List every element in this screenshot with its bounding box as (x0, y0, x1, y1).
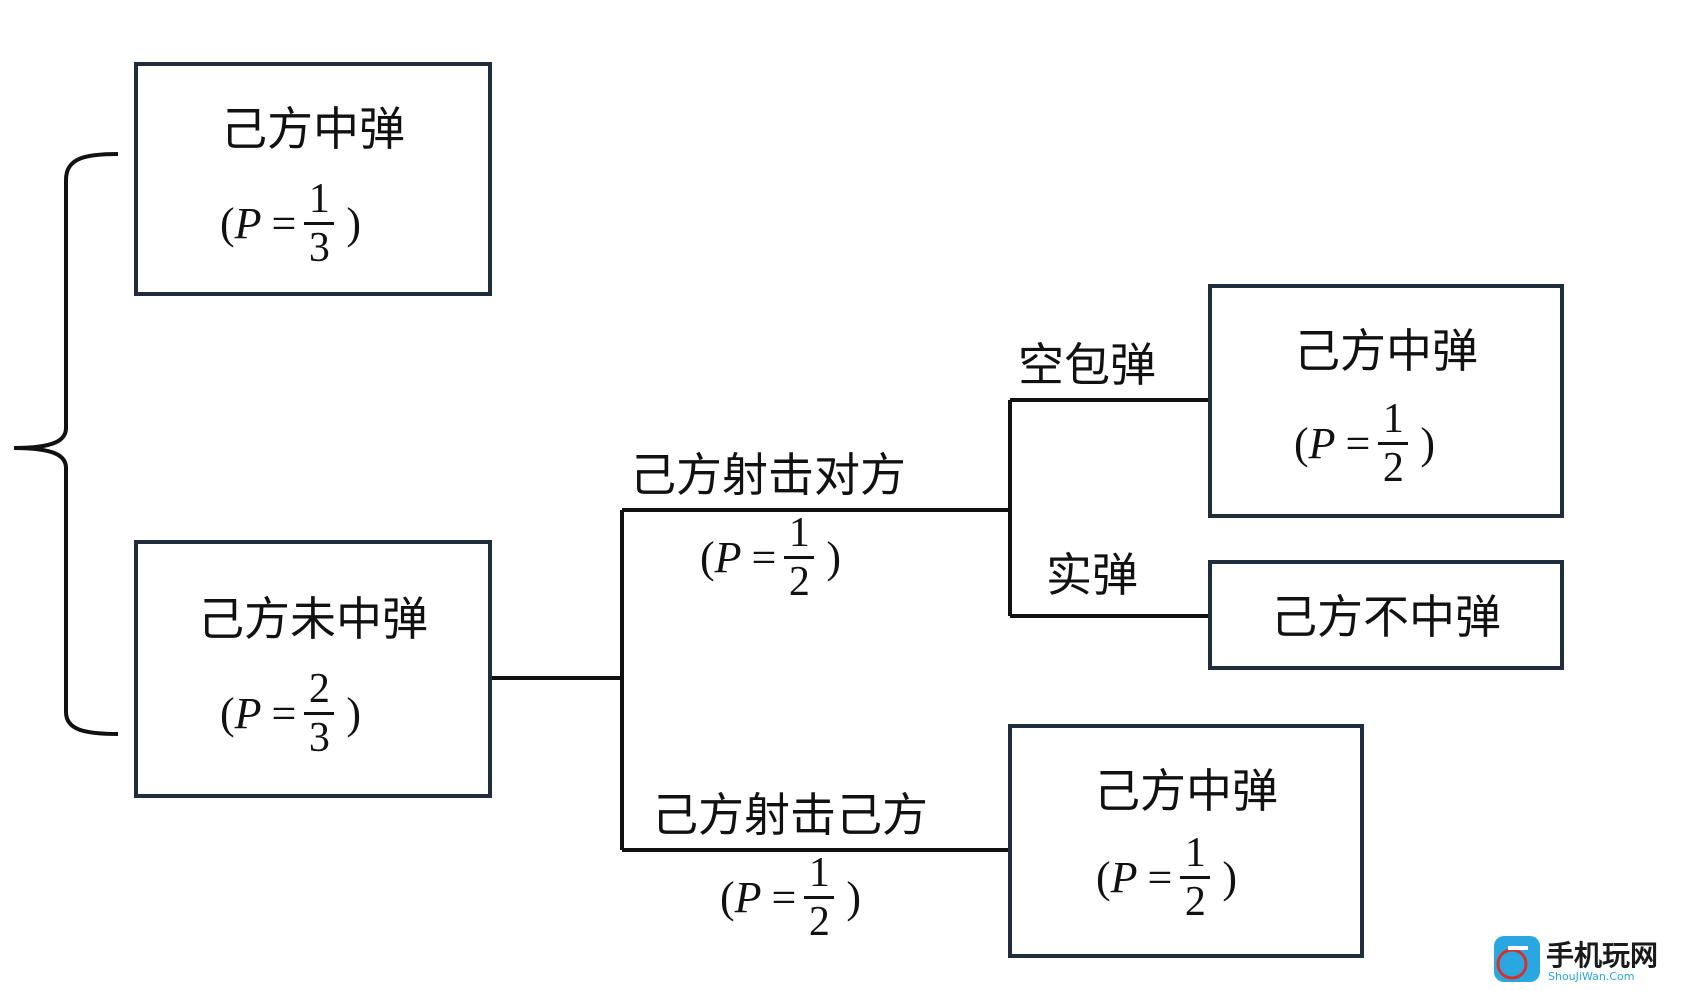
box-label: 己方中弹 (221, 102, 405, 156)
probability: ( P = 1 3 ) (220, 176, 362, 271)
left-brace (13, 152, 119, 736)
box-label: 己方不中弹 (1271, 590, 1501, 644)
box-miss-two-thirds: 己方未中弹 ( P = 2 3 ) (134, 540, 492, 798)
watermark-logo-icon (1494, 936, 1540, 982)
fraction: 1 2 (784, 512, 815, 603)
watermark: 手机玩网 ShouJiWan.Com (1490, 930, 1676, 988)
probability: ( P = 1 2 ) (1294, 396, 1436, 491)
box-result-live-no-hit: 己方不中弹 (1208, 560, 1564, 670)
fraction: 1 2 (804, 852, 835, 943)
box-result-self-hit: 己方中弹 ( P = 1 2 ) (1008, 724, 1364, 958)
probability: ( P = 1 2 ) (1096, 830, 1238, 925)
box-label: 己方中弹 (1294, 324, 1478, 378)
fraction: 1 2 (1378, 398, 1409, 489)
watermark-subtext: ShouJiWan.Com (1548, 970, 1635, 983)
sub-label-blank-round: 空包弹 (1018, 338, 1156, 392)
branch-probability-upper: ( P = 1 2 ) (700, 510, 842, 605)
box-label: 己方中弹 (1094, 764, 1278, 818)
box-hit-one-third: 己方中弹 ( P = 1 3 ) (134, 62, 492, 296)
sub-label-live-round: 实弹 (1046, 548, 1138, 602)
branch-label-shoot-self: 己方射击己方 (652, 788, 928, 842)
box-label: 己方未中弹 (198, 592, 428, 646)
branch-label-shoot-opponent: 己方射击对方 (630, 448, 906, 502)
fraction: 1 3 (304, 178, 335, 269)
fraction: 2 3 (304, 668, 335, 759)
probability: ( P = 2 3 ) (220, 666, 362, 761)
branch-probability-lower: ( P = 1 2 ) (720, 850, 862, 945)
fraction: 1 2 (1180, 832, 1211, 923)
box-result-blank-hit: 己方中弹 ( P = 1 2 ) (1208, 284, 1564, 518)
watermark-text: 手机玩网 (1546, 939, 1659, 972)
